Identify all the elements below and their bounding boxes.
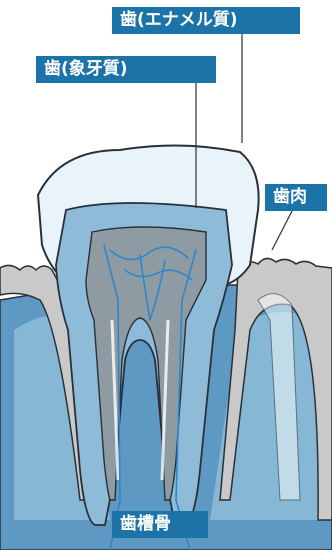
label-gum: 歯肉 [265,184,327,211]
leader-gum [272,211,292,250]
label-alveolar-bone: 歯槽骨 [112,511,208,538]
label-enamel: 歯(エナメル質) [112,7,300,34]
label-dentin: 歯(象牙質) [36,56,216,83]
